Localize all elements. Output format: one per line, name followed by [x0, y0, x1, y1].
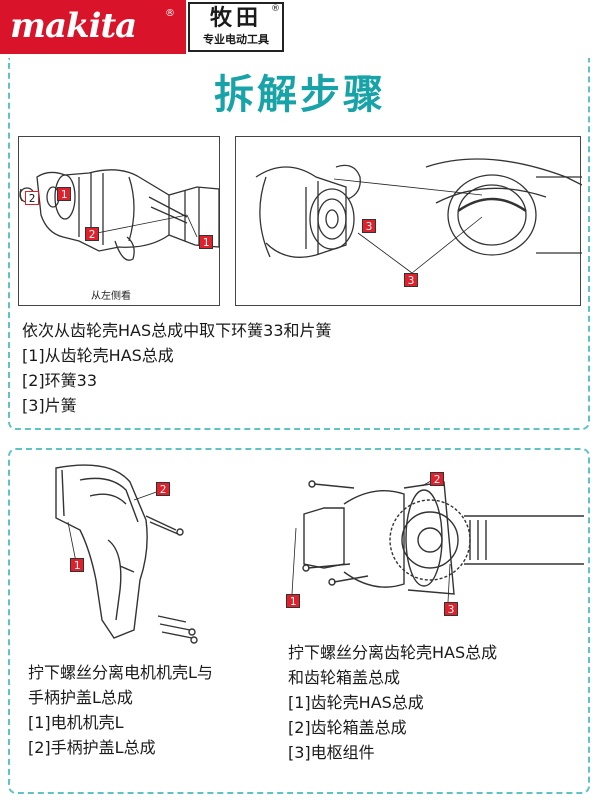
callout-3-leaf-spring-detail: 3 [404, 273, 418, 287]
step3-instruction-line2: 和齿轮箱盖总成 [288, 668, 401, 687]
callout-2-gearbox-cover: 2 [430, 472, 444, 486]
callout-1-gear-housing: 1 [57, 187, 71, 201]
makita-logo: makita [10, 6, 137, 46]
step1-instruction: 依次从齿轮壳HAS总成中取下环簧33和片簧 [22, 321, 332, 340]
step3-item-3: [3]电枢组件 [288, 743, 375, 762]
step1-item-2: [2]环簧33 [22, 371, 98, 390]
callout-3-armature: 3 [444, 602, 458, 616]
step3-item-1: [1]齿轮壳HAS总成 [288, 693, 424, 712]
callout-1-gear-housing-has: 1 [286, 594, 300, 608]
step2-item-2: [2]手柄护盖L总成 [28, 738, 156, 757]
step3-item-2: [2]齿轮箱盖总成 [288, 718, 407, 737]
brand-header: makita ® ® 牧田 专业电动工具 [0, 0, 600, 54]
registered-mark-cn: ® [271, 4, 280, 14]
callout-1-housing: 1 [199, 235, 213, 249]
step1-figure-left-view: 2 1 2 1 从左侧看 [18, 136, 220, 306]
step2-section [8, 448, 590, 794]
step2-item-1: [1]电机机壳L [28, 713, 124, 732]
callout-2-ring-spring: 2 [85, 227, 99, 241]
callout-1-motor-housing: 1 [70, 558, 84, 572]
step3-description: 拧下螺丝分离齿轮壳HAS总成 和齿轮箱盖总成 [1]齿轮壳HAS总成 [2]齿轮… [288, 640, 497, 765]
step1-figure-detail: 3 3 [235, 136, 582, 306]
step1-section [8, 58, 590, 430]
brand-logo-block: makita ® [0, 0, 186, 54]
callout-2-ring: 2 [25, 191, 39, 205]
handle-housing-illustration [55, 464, 198, 644]
step2-description: 拧下螺丝分离电机机壳L与 手柄护盖L总成 [1]电机机壳L [2]手柄护盖L总成 [28, 660, 213, 760]
brand-tagline: 专业电动工具 [203, 33, 269, 46]
registered-mark: ® [165, 8, 175, 19]
step1-item-1: [1]从齿轮壳HAS总成 [22, 346, 174, 365]
callout-3-leaf-spring: 3 [362, 219, 376, 233]
step1-description: 依次从齿轮壳HAS总成中取下环簧33和片簧 [1]从齿轮壳HAS总成 [2]环簧… [22, 318, 332, 418]
step2-instruction-line1: 拧下螺丝分离电机机壳L与 [28, 663, 213, 682]
view-caption: 从左侧看 [91, 291, 131, 302]
gear-box-illustration [291, 477, 584, 603]
callout-2-handle-cover: 2 [156, 482, 170, 496]
drill-side-illustration [19, 169, 220, 261]
step3-instruction-line1: 拧下螺丝分离齿轮壳HAS总成 [288, 643, 498, 662]
chinese-brand-badge: ® 牧田 专业电动工具 [188, 2, 284, 52]
step2-instruction-line2: 手柄护盖L总成 [28, 688, 133, 707]
step1-item-3: [3]片簧 [22, 396, 77, 415]
gear-housing-illustration [255, 158, 582, 274]
chinese-brand-name: 牧田 [209, 6, 262, 31]
page-title: 拆解步骤 [214, 72, 386, 118]
